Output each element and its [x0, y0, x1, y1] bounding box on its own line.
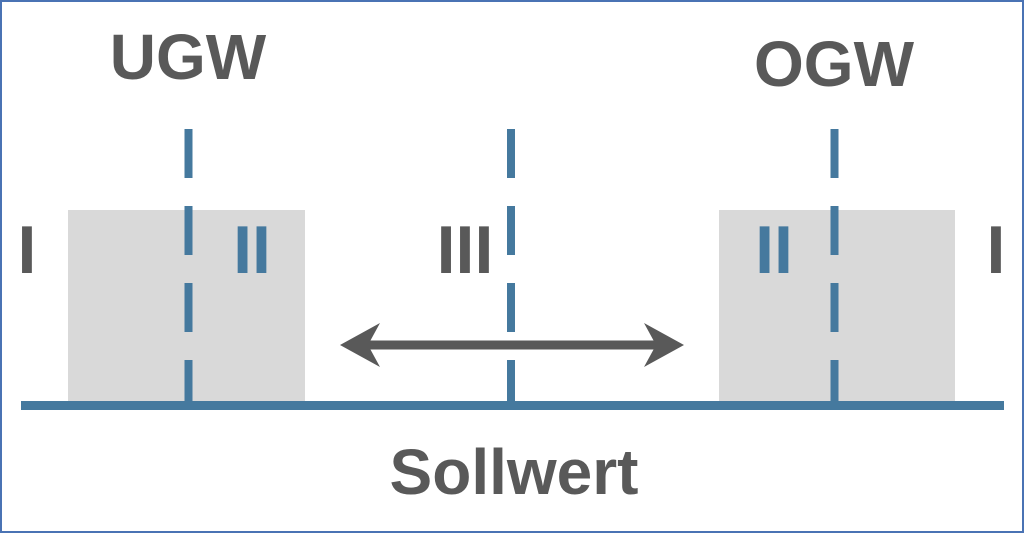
marker-center: III [436, 212, 494, 288]
lower-limit-label: UGW [109, 21, 267, 93]
upper-limit-label: OGW [754, 28, 914, 100]
marker-outer-left: I [17, 212, 37, 288]
marker-outer-right: I [986, 212, 1006, 288]
marker-inner-left: II [233, 212, 271, 288]
arrowhead-right-icon [644, 323, 684, 367]
arrowhead-left-icon [340, 323, 380, 367]
setpoint-label: Sollwert [389, 436, 639, 508]
double-arrow [340, 323, 684, 367]
marker-inner-right: II [755, 212, 793, 288]
